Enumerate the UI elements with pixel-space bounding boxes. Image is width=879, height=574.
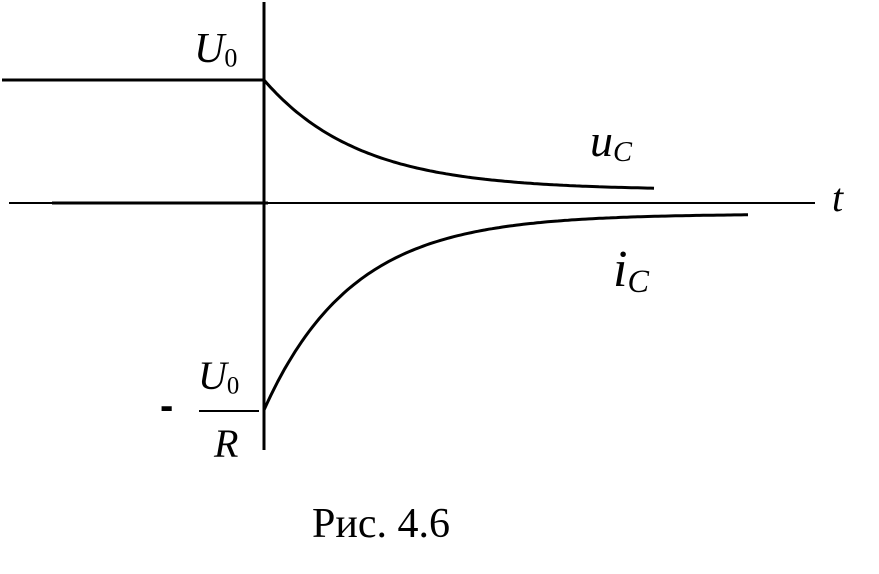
u0-letter: U — [194, 26, 225, 72]
ic-letter: i — [613, 241, 628, 298]
u0-label: U0 — [194, 28, 237, 72]
t-axis-label: t — [832, 175, 844, 220]
figure-caption: Рис. 4.6 — [312, 501, 450, 547]
uc-label: uC — [590, 118, 632, 168]
uc-curve — [262, 79, 655, 190]
uc-letter: u — [590, 115, 613, 166]
u0-subscript: 0 — [224, 43, 238, 73]
ic-subscript: C — [627, 262, 649, 299]
ic-label: iC — [613, 244, 649, 297]
ic-curve — [262, 213, 748, 411]
fraction-numerator-letter: U — [198, 353, 227, 398]
fraction-numerator-subscript: 0 — [226, 372, 240, 400]
fraction-numerator: U0 — [198, 356, 239, 399]
uc-subscript: C — [613, 137, 633, 169]
fraction-denominator: R — [214, 421, 239, 466]
minus-sign: - — [160, 384, 174, 428]
